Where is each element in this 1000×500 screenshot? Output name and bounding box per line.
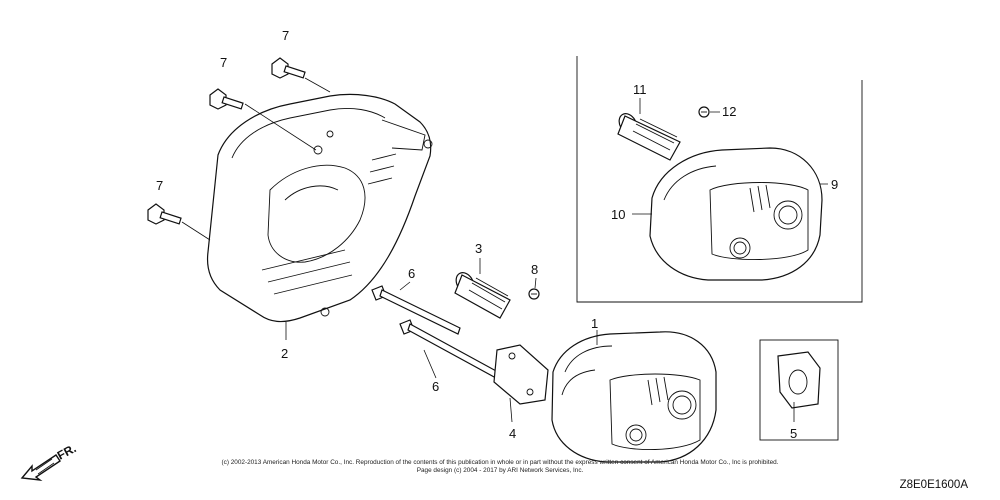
part-screw-assy[interactable] (698, 106, 710, 118)
part-muffler[interactable] (551, 331, 717, 463)
part-protector[interactable] (206, 93, 433, 323)
part-stud-bolt[interactable] (371, 285, 499, 379)
callout-7-middle: 7 (220, 55, 227, 70)
assembly-box-outline (576, 56, 863, 303)
callout-1: 1 (591, 316, 598, 331)
callout-8: 8 (531, 262, 538, 277)
callout-12: 12 (722, 104, 736, 119)
part-screw-tapping[interactable] (528, 288, 540, 300)
part-muffler-assy[interactable] (649, 147, 823, 281)
part-gasket-muffler[interactable] (493, 344, 549, 405)
diagram-code: Z8E0E1600A (900, 479, 969, 491)
callout-9: 9 (831, 177, 838, 192)
part-spark-arrester-assy[interactable] (616, 110, 681, 161)
callout-2: 2 (281, 346, 288, 361)
callout-6-top: 6 (408, 266, 415, 281)
part-bolt-flange[interactable] (147, 57, 306, 225)
callout-7-bottom: 7 (156, 178, 163, 193)
front-direction-arrow-icon (20, 454, 61, 481)
callout-3: 3 (475, 241, 482, 256)
copyright-line-2: Page design (c) 2004 - 2017 by ARI Netwo… (417, 467, 584, 474)
copyright-line-1: (c) 2002-2013 American Honda Motor Co., … (222, 459, 779, 466)
callout-7-top: 7 (282, 28, 289, 43)
callout-6-bottom: 6 (432, 379, 439, 394)
part-gasket-exhaust[interactable] (777, 351, 821, 409)
callout-4: 4 (509, 426, 516, 441)
callout-5: 5 (790, 426, 797, 441)
part-5-frame (759, 339, 839, 441)
callout-11: 11 (633, 82, 647, 97)
callout-10: 10 (611, 207, 625, 222)
part-spark-arrester[interactable] (453, 269, 511, 319)
